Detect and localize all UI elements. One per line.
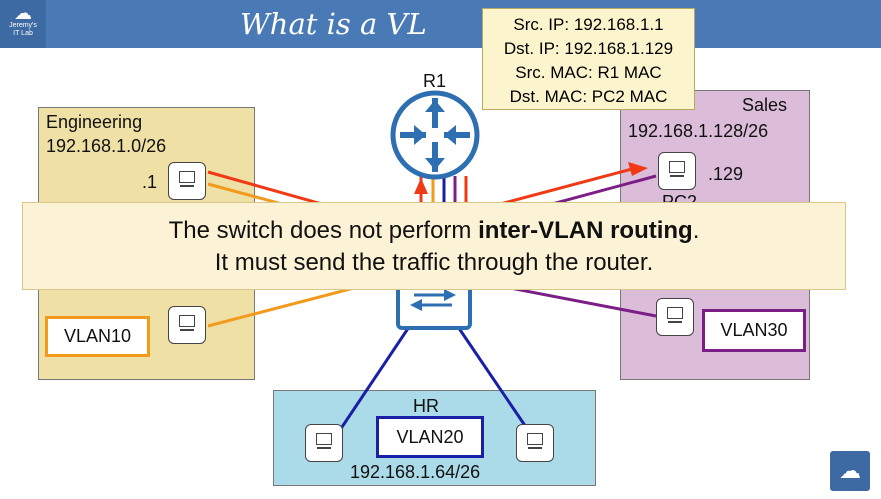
router-label: R1 [423, 71, 447, 91]
pc-icon[interactable] [168, 306, 206, 344]
trunk-arrowhead [414, 178, 428, 194]
src-ip: Src. IP: 192.168.1.1 [513, 15, 664, 34]
banner-line1-suffix: . [692, 217, 700, 244]
engineering-subnet: 192.168.1.0/26 [46, 136, 167, 156]
pc-icon[interactable] [516, 424, 554, 462]
src-mac: Src. MAC: R1 MAC [515, 63, 662, 82]
pc-icon[interactable] [658, 152, 696, 190]
sales-name: Sales [742, 95, 788, 115]
engineering-name: Engineering [46, 112, 143, 132]
logo-line2: IT Lab [13, 30, 33, 37]
engineering-pc1-host: .1 [142, 172, 158, 192]
callout-banner: The switch does not perform inter-VLAN r… [22, 202, 846, 290]
hr-subnet: 192.168.1.64/26 [350, 462, 481, 482]
sales-pc2-host: .129 [708, 164, 744, 184]
banner-line1: The switch does not perform inter-VLAN r… [23, 215, 845, 247]
dst-ip: Dst. IP: 192.168.1.129 [503, 39, 674, 58]
vlan30-label: VLAN30 [702, 309, 806, 352]
sales-subnet: 192.168.1.128/26 [628, 121, 769, 141]
hr-pc-left-link [338, 317, 417, 431]
pc-icon[interactable] [305, 424, 343, 462]
cloud-icon: ☁ [14, 3, 32, 23]
packet-info-box: Src. IP: 192.168.1.1 Dst. IP: 192.168.1.… [482, 8, 695, 110]
jeremys-it-lab-logo: ☁ Jeremy's IT Lab [0, 0, 46, 48]
vlan20-label: VLAN20 [376, 416, 484, 458]
traffic-arrowhead-pc2 [628, 162, 648, 176]
title-bar [0, 0, 881, 48]
pc-icon[interactable] [656, 298, 694, 336]
router-icon [390, 90, 480, 180]
banner-line1-prefix: The switch does not perform [168, 217, 479, 244]
logo-line1: Jeremy's [9, 22, 37, 29]
banner-line1-bold: inter-VLAN routing [478, 217, 693, 244]
dst-mac: Dst. MAC: PC2 MAC [509, 87, 668, 106]
cloud-logo-icon: ☁ [830, 451, 870, 491]
vlan10-label: VLAN10 [45, 316, 150, 357]
hr-pc-right-link [450, 317, 530, 431]
slide-title: What is a VL [240, 7, 427, 41]
banner-line2: It must send the traffic through the rou… [214, 249, 654, 276]
pc-icon[interactable] [168, 162, 206, 200]
hr-name: HR [413, 396, 439, 416]
